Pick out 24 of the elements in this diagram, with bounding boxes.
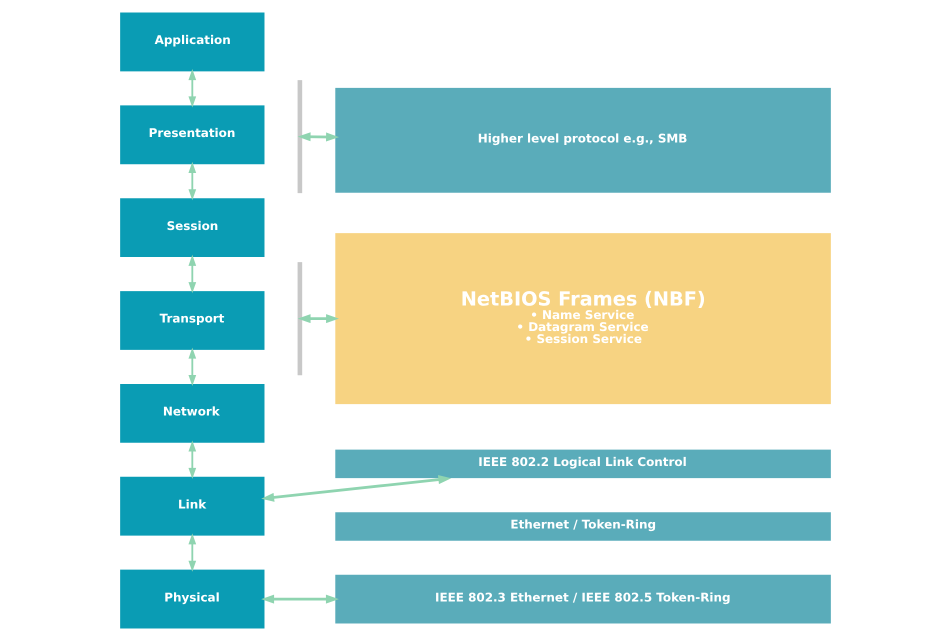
arrow — [188, 440, 196, 479]
arrow — [188, 69, 196, 108]
arrow — [260, 475, 451, 502]
node-box: Physical — [118, 568, 265, 630]
node-box: IEEE 802.3 Ethernet / IEEE 802.5 Token-Ring — [334, 574, 832, 624]
arrow — [188, 254, 196, 294]
arrow — [188, 348, 196, 386]
node-brace — [297, 262, 302, 376]
node-box: NetBIOS Frames (NBF) • Name Service • Datagram Service • Session Service — [334, 232, 832, 406]
arrow — [297, 132, 338, 142]
node-box: Presentation — [118, 104, 265, 166]
node-box: IEEE 802.2 Logical Link Control — [334, 448, 832, 480]
node-box: Network — [118, 383, 265, 444]
node-box: Session — [118, 197, 265, 258]
node-box: Ethernet / Token-Ring — [334, 511, 832, 542]
node-brace — [297, 80, 302, 194]
arrow — [260, 594, 338, 604]
node-box: Application — [118, 12, 265, 72]
node-box: Higher level protocol e.g., SMB — [334, 86, 832, 194]
node-box: Transport — [118, 290, 265, 351]
node-box: Link — [118, 476, 265, 537]
arrow — [188, 162, 196, 200]
arrow — [188, 533, 196, 572]
arrow — [297, 314, 338, 324]
